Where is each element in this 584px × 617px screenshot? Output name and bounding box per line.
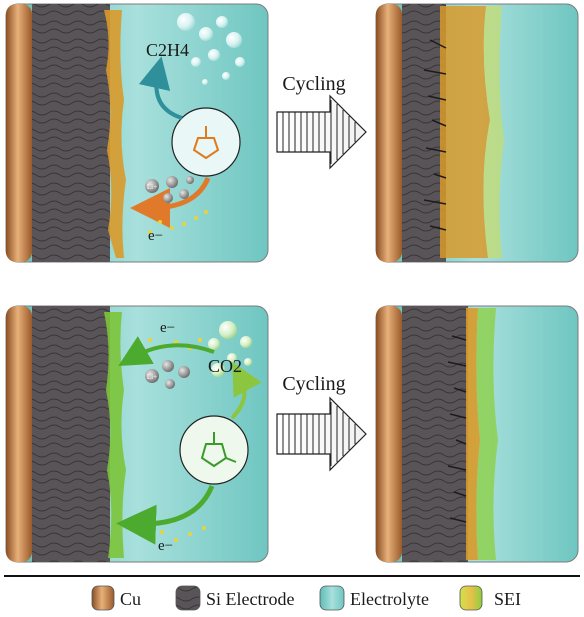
legend-item-sei: SEI	[459, 585, 521, 611]
orange-arrow	[130, 176, 211, 228]
sei-layer	[104, 312, 126, 558]
fec-molecule-icon	[200, 432, 237, 468]
cracks	[423, 39, 447, 231]
legend-swatch-cu	[91, 585, 115, 611]
cycling-arrow-top: Cycling	[276, 73, 367, 170]
green-arrow-lower	[116, 484, 215, 545]
ec-molecule-icon	[192, 126, 220, 160]
electron-label-upper: e−	[160, 320, 175, 336]
cycling-arrow-bottom: Cycling	[276, 373, 367, 472]
electron-label-top: e−	[148, 228, 163, 244]
legend-swatch-sei	[459, 585, 483, 611]
sei-outer-layer	[483, 6, 504, 258]
panel-ec-initial: Li+ e− C2H4	[5, 3, 269, 263]
legend-item-electrolyte: Electrolyte	[319, 585, 429, 611]
panel-fec-cycled	[375, 305, 579, 563]
legend-label-si: Si Electrode	[206, 589, 294, 609]
silicon-layer	[32, 306, 110, 562]
gas-bubbles	[208, 321, 252, 377]
cracks	[447, 335, 467, 523]
co2-label: CO2	[208, 356, 242, 376]
silicon-layer	[32, 4, 110, 262]
teal-arrow	[138, 56, 183, 120]
li-ions: Li+	[145, 360, 190, 389]
green-arrow-upper	[118, 336, 215, 367]
cycling-label-bottom: Cycling	[282, 373, 345, 395]
legend-label-cu: Cu	[120, 589, 141, 609]
copper-layer	[6, 306, 32, 562]
sei-layer	[466, 308, 480, 560]
gas-bubbles	[177, 13, 245, 85]
copper-layer	[376, 4, 402, 262]
li-ions: Li+	[145, 176, 194, 203]
fec-molecule-circle	[179, 415, 249, 485]
legend-swatch-si	[175, 585, 201, 611]
legend-swatch-electrolyte	[319, 585, 345, 611]
sei-outer-layer	[476, 308, 498, 560]
panel-ec-cycled	[375, 3, 579, 263]
sei-layer	[104, 10, 126, 258]
copper-layer	[376, 306, 402, 562]
legend: Cu Si Electrode Electrolyte SEI	[91, 585, 521, 611]
lime-arrow	[230, 361, 262, 420]
ec-molecule-circle	[171, 107, 241, 177]
svg-text:Li+: Li+	[147, 183, 157, 191]
silicon-layer	[402, 306, 468, 562]
electron-label-lower: e−	[158, 538, 173, 554]
legend-item-si: Si Electrode	[175, 585, 294, 611]
cycling-label-top: Cycling	[282, 73, 345, 95]
sei-layer	[440, 6, 490, 258]
legend-label-electrolyte: Electrolyte	[350, 589, 429, 609]
legend-label-sei: SEI	[494, 589, 521, 609]
c2h4-label: C2H4	[146, 40, 189, 60]
legend-item-cu: Cu	[91, 585, 141, 611]
panel-fec-initial: Li+ e− CO2 e−	[5, 305, 269, 563]
electron-dots	[148, 210, 208, 234]
copper-layer	[6, 4, 32, 262]
silicon-layer	[402, 4, 446, 262]
svg-text:Li+: Li+	[147, 373, 157, 381]
